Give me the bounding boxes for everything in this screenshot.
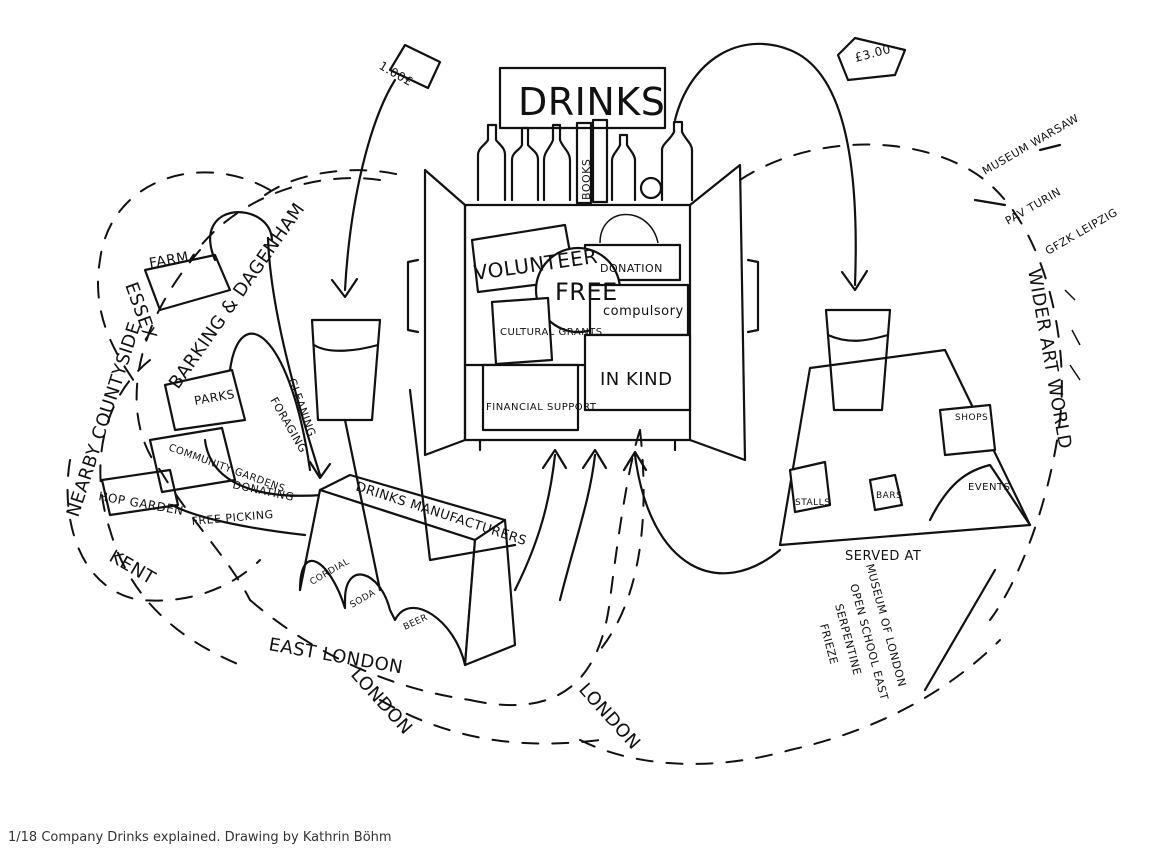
company-drinks-diagram: DRINKS BOOKS VOLUNTEER DONATION FREE com… [63,36,1120,765]
farm-label: FARM [148,249,190,272]
return-arrows [513,448,782,602]
region-wider-art-world: WIDER ART WORLD [1023,267,1075,451]
london-frieze: FRIEZE [817,622,840,666]
serving-platform [778,348,1032,547]
region-east-london-2: LONDON [346,664,416,739]
venue-events: EVENTS [968,482,1010,493]
box-in-kind: IN KIND [600,369,672,390]
region-kent: KENT [106,546,160,589]
served-at-label: SERVED AT [845,549,921,564]
price-arrows [330,36,907,299]
region-east-london: EAST LONDON [267,634,404,678]
venue-bars: BARS [876,491,902,501]
arch-soda: SODA [349,588,378,611]
box-compulsory: compulsory [603,304,684,319]
sources-cluster [100,211,332,537]
box-financial-support: FINANCIAL SUPPORT [486,402,597,413]
venue-shops: SHOPS [955,413,988,423]
price-tag-left: 1.00£ [377,58,416,89]
glass-left [310,318,517,592]
figure-caption: 1/18 Company Drinks explained. Drawing b… [8,830,392,845]
price-tag-right: £3.00 [853,42,892,65]
box-donation: DONATION [600,262,663,275]
art-gfzk-leipzig: GFZK LEIPZIG [1043,206,1120,258]
parks-label: PARKS [193,387,236,408]
drinks-manufacturers [298,473,517,667]
art-pav-turin: PAV TURIN [1003,185,1063,227]
venue-stalls: STALLS [795,498,830,508]
box-cultural-grants: CULTURAL GRANTS [500,327,603,338]
arch-beer: BEER [402,613,430,633]
art-museum-warsaw: MUSEUM WARSAW [980,112,1081,178]
drinks-sign: DRINKS [518,80,665,124]
box-free: FREE [555,278,618,306]
art-world-list [923,143,1081,692]
books-label: BOOKS [580,159,593,200]
drinks-cabinet [406,66,760,462]
glass-right [824,308,892,412]
